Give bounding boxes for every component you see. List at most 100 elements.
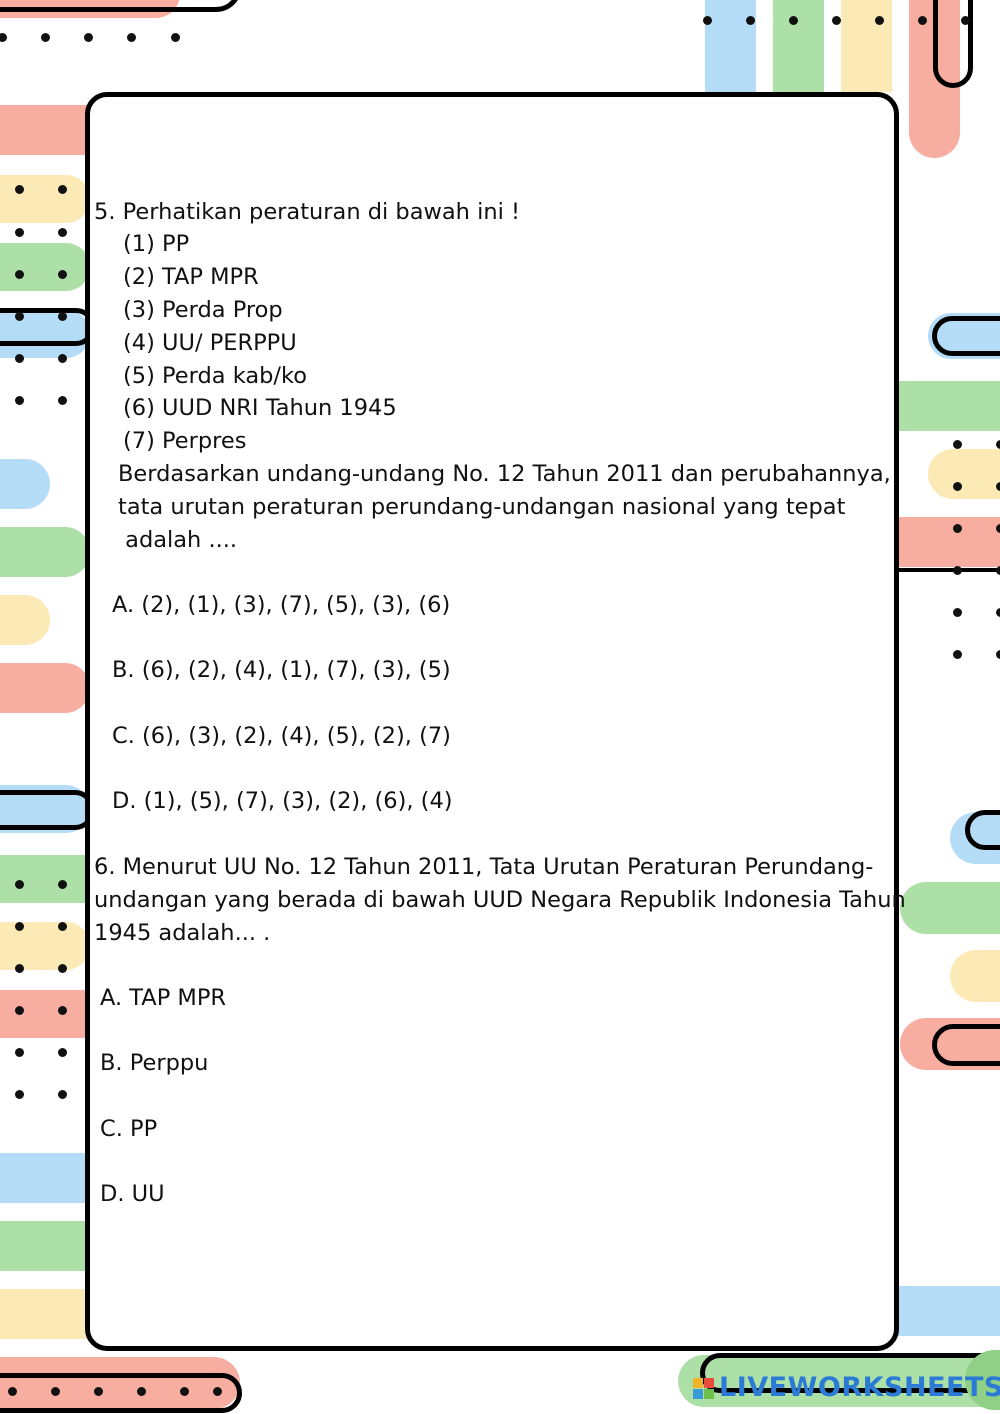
question-5-item: (4) UU/ PERPPU [123,330,297,356]
decor-bar [0,663,90,713]
question-5-item: (6) UUD NRI Tahun 1945 [123,395,397,421]
decor-dot [180,1387,189,1396]
question-5-prompt: Berdasarkan undang-undang No. 12 Tahun 2… [118,461,891,487]
decor-dot [15,1006,24,1015]
decor-dot [875,16,884,25]
decor-bar [950,950,1000,1002]
decor-bar [678,1355,1000,1407]
liveworksheets-logo-icon [693,1377,715,1400]
question-6-option-b[interactable]: B. Perppu [100,1050,209,1076]
decor-bar [880,1286,1000,1336]
question-6-stem: undangan yang berada di bawah UUD Negara… [94,887,906,913]
decor-bar [841,0,892,92]
decor-bar [0,1289,90,1339]
decor-bar [0,1221,90,1271]
decor-dot [15,185,24,194]
decor-dot [953,566,962,575]
decor-bar [928,449,1000,499]
decor-bar [705,0,756,92]
question-5-item: (2) TAP MPR [123,264,259,290]
question-6-option-c[interactable]: C. PP [100,1116,158,1142]
decor-bar [0,922,90,970]
decor-dot [58,922,67,931]
liveworksheets-logo: LIVEWORKSHEETS [693,1372,1000,1403]
question-5-option-d[interactable]: D. (1), (5), (7), (3), (2), (6), (4) [112,788,453,814]
worksheet-card [85,92,899,1351]
decor-dot [58,964,67,973]
decor-bar [0,243,90,291]
decor-bar [0,1357,240,1409]
decor-dot [137,1387,146,1396]
decor-bar [0,527,90,577]
decor-dot [996,524,1000,533]
decor-dot [953,440,962,449]
decor-bar [0,1153,90,1203]
decor-dot [58,228,67,237]
question-5-option-b[interactable]: B. (6), (2), (4), (1), (7), (3), (5) [112,657,451,683]
question-6-option-d[interactable]: D. UU [100,1181,165,1207]
question-5-option-c[interactable]: C. (6), (3), (2), (4), (5), (2), (7) [112,723,451,749]
decor-dot [746,16,755,25]
decor-dot [15,270,24,279]
decor-dot [996,650,1000,659]
decor-dot [996,566,1000,575]
decor-dot [15,964,24,973]
decor-bar [0,595,50,645]
decor-dot [15,354,24,363]
decor-dot [15,396,24,405]
decor-outline-pill [0,308,95,346]
decor-dot [58,354,67,363]
decor-dot [0,33,7,42]
decor-dot [15,1090,24,1099]
decor-outline-pill [0,790,95,830]
decor-line [880,568,1000,572]
question-5-item: (3) Perda Prop [123,297,283,323]
decor-outline-pill [932,316,1000,356]
decor-dot [58,1006,67,1015]
decor-dot [94,1387,103,1396]
decor-dot [51,1387,60,1396]
decor-dot [703,16,712,25]
decor-dot [15,922,24,931]
decor-dot [832,16,841,25]
decor-dot [15,1048,24,1057]
decor-dot [918,16,927,25]
question-5-item: (1) PP [123,231,190,257]
question-6-option-a[interactable]: A. TAP MPR [100,985,227,1011]
decor-dot [961,16,970,25]
decor-bar [0,105,90,155]
question-5-option-a[interactable]: A. (2), (1), (3), (7), (5), (3), (6) [112,592,451,618]
decor-dot [996,608,1000,617]
decor-bar [0,990,90,1038]
decor-dot [58,880,67,889]
decor-bar [773,0,824,92]
question-5-prompt: tata urutan peraturan perundang-undangan… [118,494,846,520]
decor-dot [15,312,24,321]
decor-outline-pill [700,1353,1000,1393]
decor-outline-pill [932,1024,1000,1066]
question-5-prompt: adalah .... [118,527,238,553]
decor-bar [880,381,1000,431]
decor-dot [15,228,24,237]
decor-outline-pill [0,1373,242,1413]
decor-outline-pill [0,0,242,12]
question-6-stem: 1945 adalah... . [94,920,271,946]
decor-dot [953,524,962,533]
decor-dot [996,482,1000,491]
decor-dot [15,880,24,889]
decor-dot [789,16,798,25]
decor-dot [58,270,67,279]
decor-bar [880,517,1000,567]
question-5-item: (5) Perda kab/ko [123,363,307,389]
decor-dot [41,33,50,42]
decor-dot [58,1090,67,1099]
question-5-stem: 5. Perhatikan peraturan di bawah ini ! [94,199,521,225]
decor-dot [8,1387,17,1396]
decor-dot [171,33,180,42]
decor-dot [953,608,962,617]
decor-dot [213,1387,222,1396]
decor-dot [58,185,67,194]
decor-outline-pill [933,0,973,88]
question-6-stem: 6. Menurut UU No. 12 Tahun 2011, Tata Ur… [94,854,874,880]
decor-dot [58,312,67,321]
